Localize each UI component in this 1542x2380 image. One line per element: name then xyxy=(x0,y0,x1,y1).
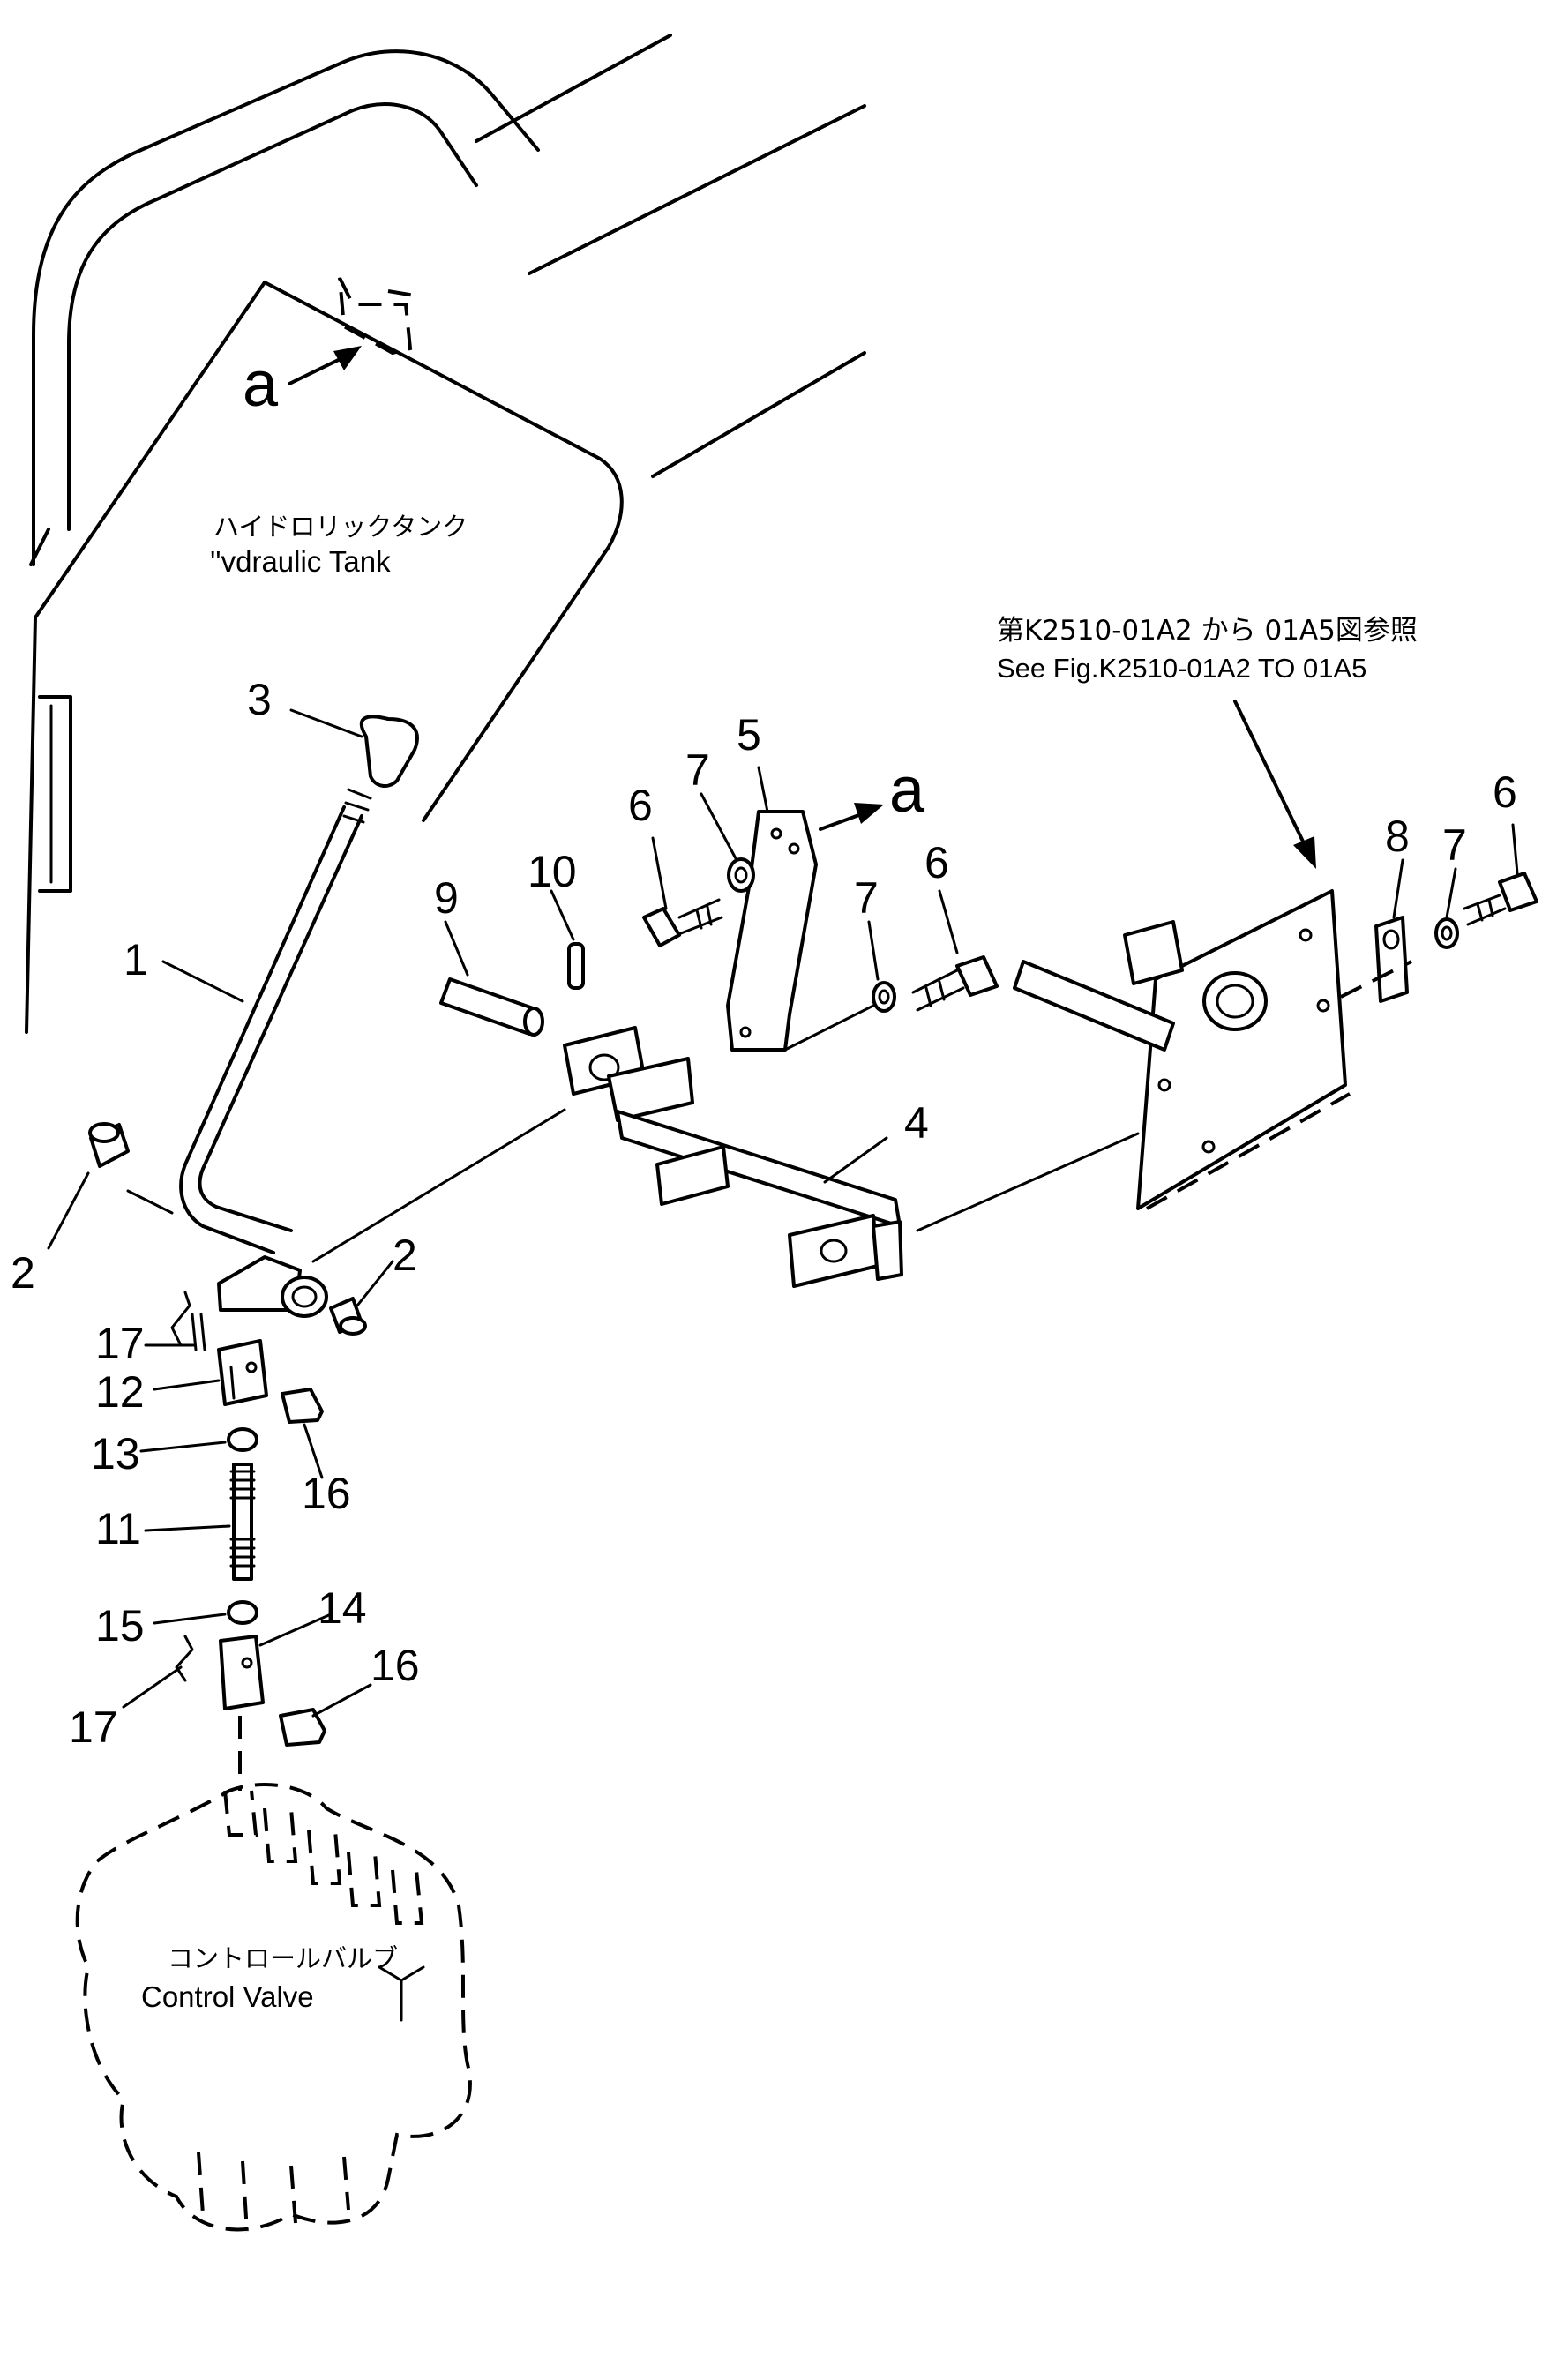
cross-shaft xyxy=(311,1026,1140,1288)
lever-knob xyxy=(342,715,419,824)
spring-pin xyxy=(567,942,585,990)
callout-leaders xyxy=(47,708,1519,1718)
bracket xyxy=(726,810,884,1052)
callout-6-right: 6 xyxy=(1493,767,1517,817)
callout-16-upper: 16 xyxy=(302,1469,351,1518)
callout-10: 10 xyxy=(528,847,577,896)
callout-7-left: 7 xyxy=(685,745,710,795)
hydraulic-tank-label-en: ''vdraulic Tank xyxy=(210,545,391,578)
pin xyxy=(439,977,544,1037)
callout-11: 11 xyxy=(95,1504,141,1553)
callout-6-middle: 6 xyxy=(924,838,949,887)
callout-16-lower: 16 xyxy=(371,1641,420,1690)
control-valve-label-en: Control Valve xyxy=(141,1980,314,2013)
callout-1: 1 xyxy=(124,935,148,984)
callout-17-upper: 17 xyxy=(95,1319,145,1368)
bolt-right xyxy=(1463,872,1538,926)
control-valve: コントロールバルブ Control Valve xyxy=(75,1782,472,2233)
see-fig-label-en: See Fig.K2510-01A2 TO 01A5 xyxy=(997,653,1366,684)
callout-4: 4 xyxy=(904,1098,929,1148)
callout-2-right: 2 xyxy=(393,1231,417,1280)
view-arrow-a-upper: a xyxy=(243,346,362,420)
callout-3: 3 xyxy=(247,675,272,724)
control-lever xyxy=(179,805,363,1254)
callout-2-left: 2 xyxy=(11,1248,35,1298)
callout-9: 9 xyxy=(434,873,459,923)
callout-8: 8 xyxy=(1385,812,1410,861)
callout-14: 14 xyxy=(318,1583,367,1633)
callout-7-right: 7 xyxy=(1442,820,1467,870)
callout-13: 13 xyxy=(91,1429,140,1478)
callout-5: 5 xyxy=(737,710,761,760)
lever-boss xyxy=(217,1255,328,1318)
callout-numbers: 1 2 2 3 4 5 6 6 6 7 7 7 8 9 10 11 12 13 … xyxy=(11,675,1517,1752)
callout-6-left: 6 xyxy=(628,781,653,830)
control-valve-label-jp: コントロールバルブ xyxy=(168,1943,398,1973)
view-arrow-a-label-2: a xyxy=(889,755,925,826)
linkage xyxy=(170,1291,326,1791)
hydraulic-tank-label-jp: ハイドロリックタンク xyxy=(213,512,468,542)
bolt-left xyxy=(642,898,723,947)
callout-7-middle: 7 xyxy=(854,873,879,923)
clip xyxy=(1374,916,1409,1003)
mounting-plate xyxy=(1013,889,1412,1210)
bushing-left xyxy=(88,1122,174,1215)
washers xyxy=(727,857,1459,1013)
view-arrow-a-lower: a xyxy=(819,755,925,831)
callout-17-lower: 17 xyxy=(69,1703,118,1752)
callout-12: 12 xyxy=(95,1367,145,1417)
bushing-right xyxy=(329,1297,367,1336)
bolt-middle xyxy=(911,955,999,1012)
hydraulic-tank xyxy=(25,34,866,1034)
callout-15: 15 xyxy=(95,1601,145,1650)
see-fig-label-jp: 第K2510-01A2 から 01A5図参照 xyxy=(997,615,1418,647)
view-arrow-a-label: a xyxy=(243,349,279,420)
